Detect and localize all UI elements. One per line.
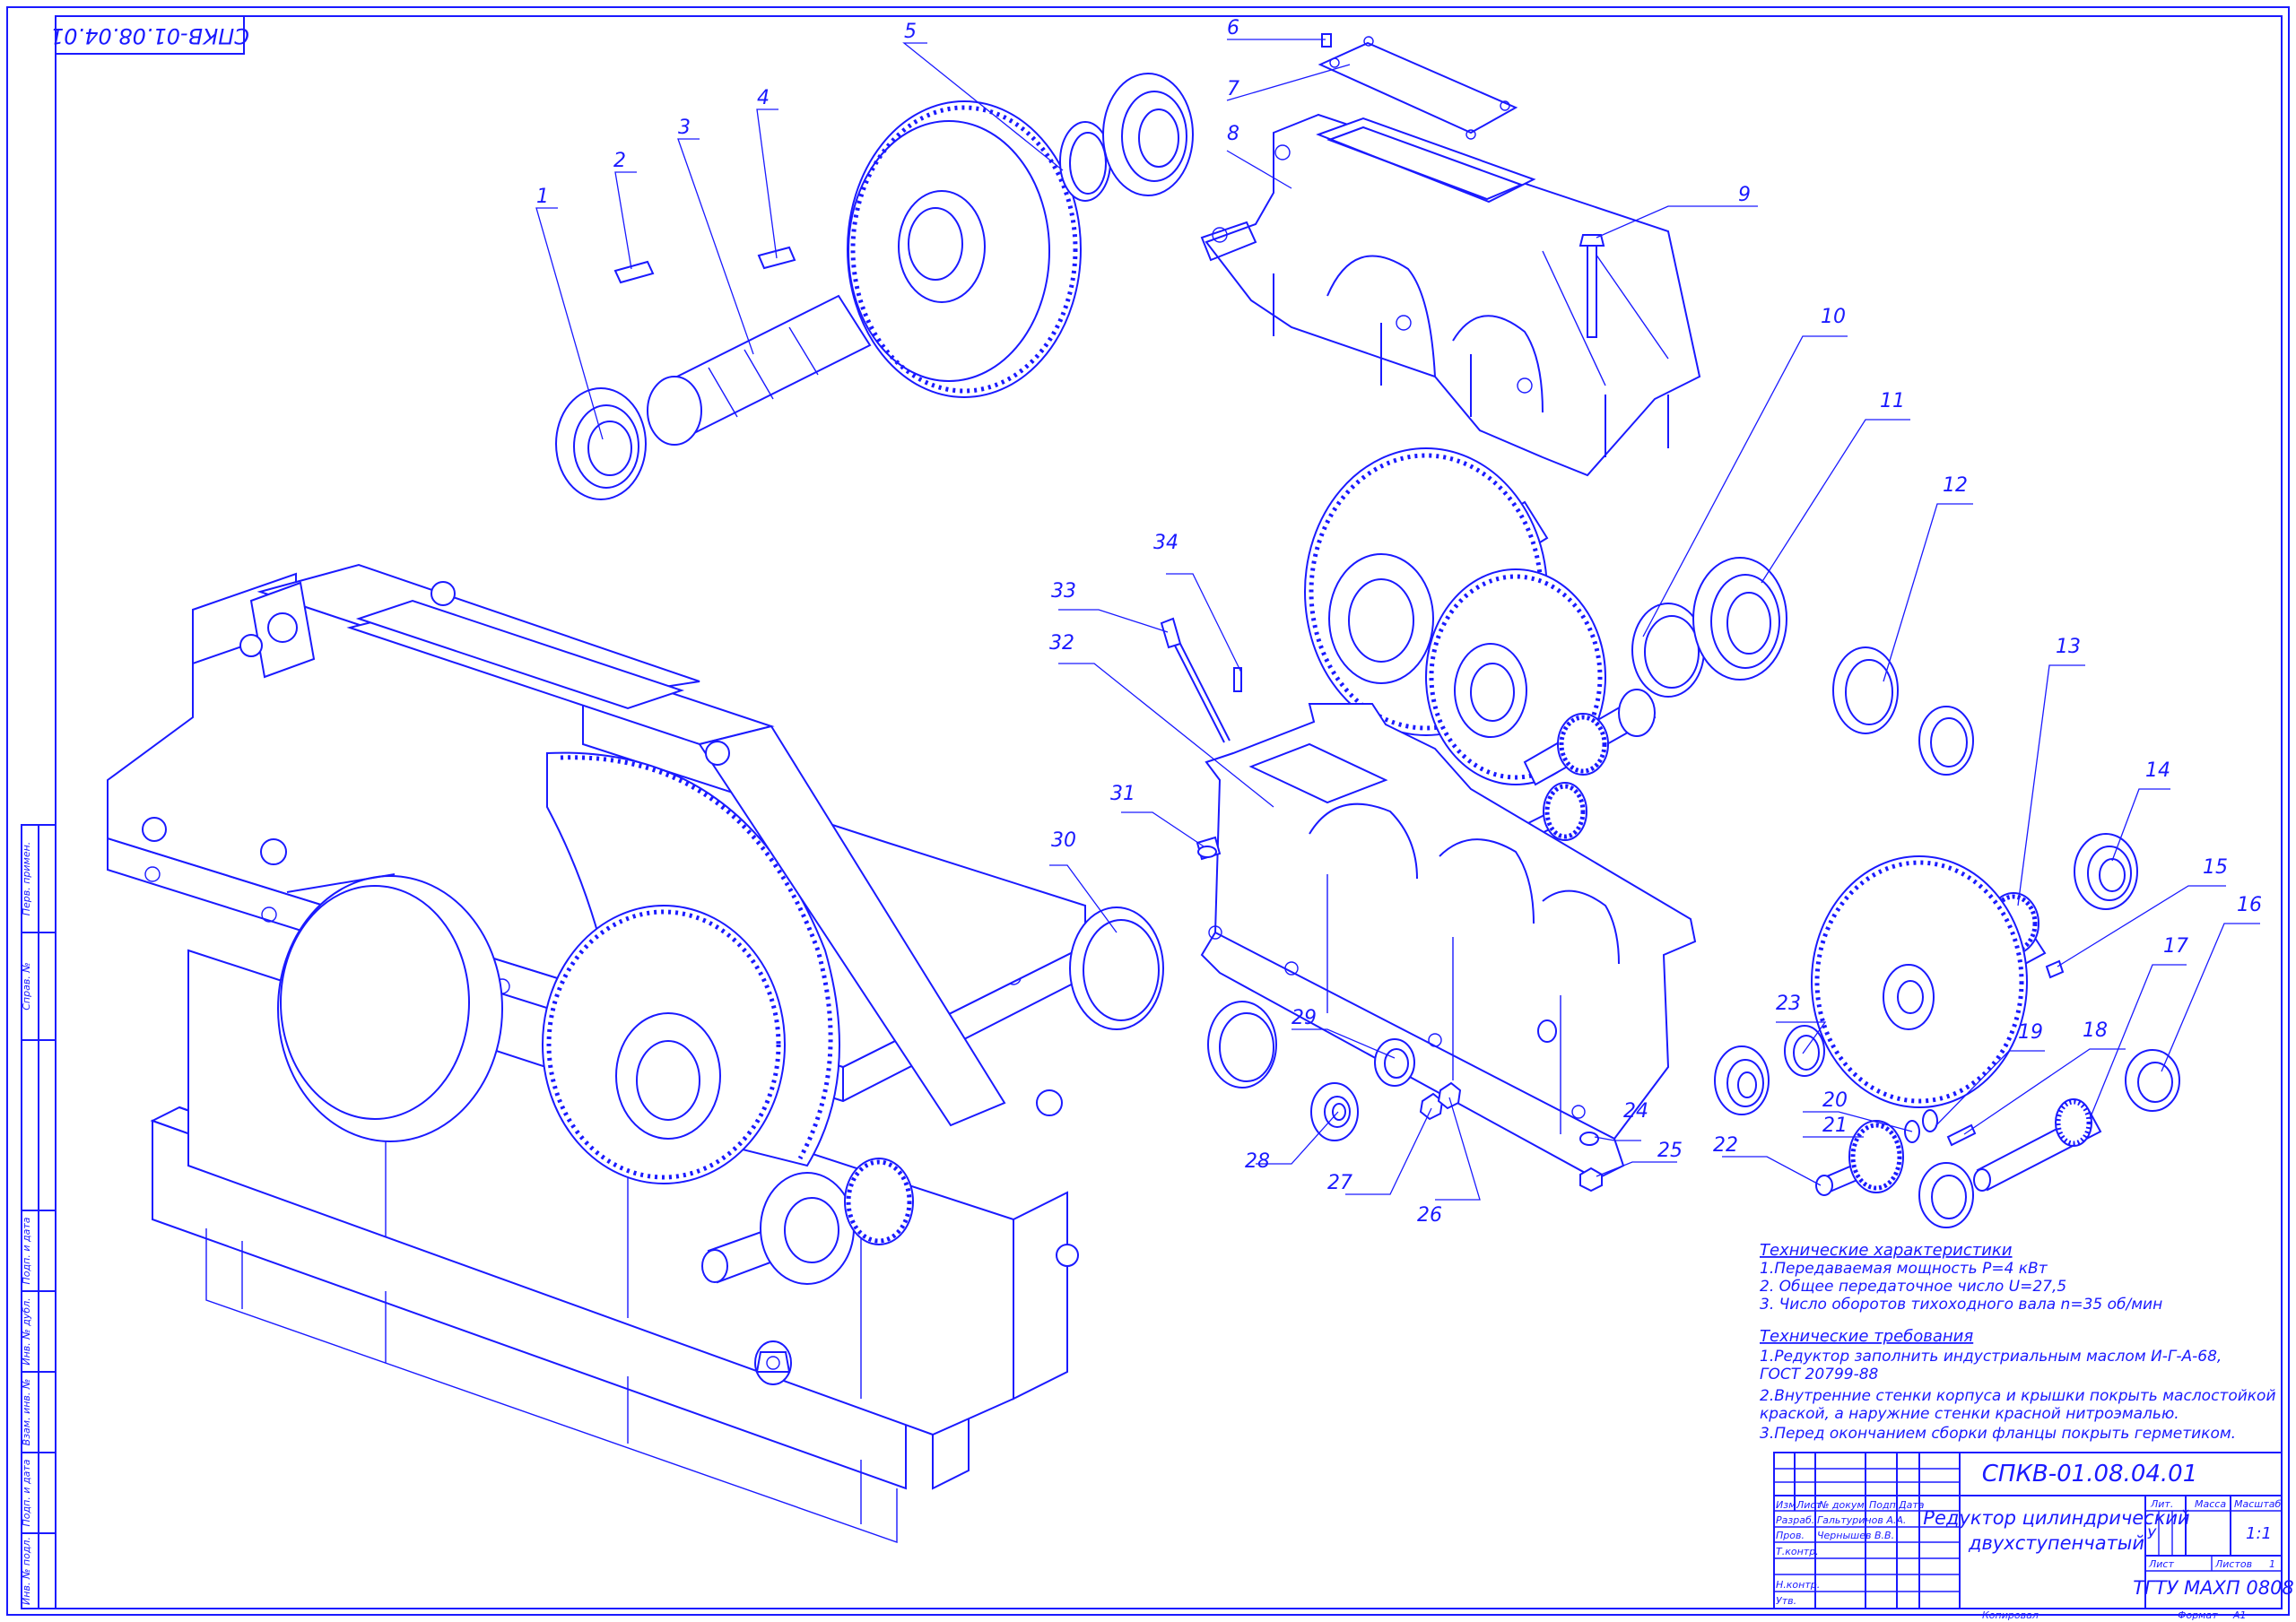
tb-lit-value: У [2147, 1525, 2157, 1542]
callout-33: 33 [1051, 580, 1076, 603]
callout-25: 25 [1657, 1140, 1683, 1162]
callout-15: 15 [2203, 856, 2228, 879]
caps-nuts-group [1069, 906, 1603, 1193]
callout-19: 19 [2018, 1021, 2043, 1044]
tb-mass-label: Масса [2195, 1498, 2226, 1510]
callout-11: 11 [1880, 390, 1905, 412]
callout-9: 9 [1738, 184, 1751, 206]
characteristics-item-1: 1.Передаваемая мощность Р=4 кВт [1760, 1260, 2048, 1278]
tb-lit-label: Лит. [2150, 1498, 2173, 1510]
tb-sheets-value: 1 [2269, 1558, 2275, 1570]
intermediate-shaft-group [1304, 447, 1657, 841]
tb-hdr-change: Изм. [1776, 1499, 1799, 1511]
callout-16: 16 [2237, 894, 2262, 916]
callout-3: 3 [678, 117, 691, 139]
side-label-orig-inv: Инв. № подл. [21, 1537, 32, 1605]
requirements-item-2: ГОСТ 20799-88 [1760, 1366, 1879, 1383]
callout-numbers: 1 2 3 4 5 6 7 8 9 10 11 12 13 14 15 16 1… [536, 17, 2262, 1227]
output-shaft-group [555, 73, 1194, 500]
callout-24: 24 [1623, 1100, 1648, 1123]
requirements-heading: Технические требования [1760, 1327, 1973, 1346]
requirements-item-3: 2.Внутренние стенки корпуса и крышки пок… [1760, 1387, 2276, 1405]
tb-person-checker: Чернышев В.В. [1817, 1530, 1894, 1541]
callout-34: 34 [1153, 532, 1178, 554]
tb-person-developer: Гальтуринов А.А. [1817, 1514, 1906, 1526]
characteristics-item-3: 3. Число оборотов тихоходного вала n=35 … [1760, 1296, 2162, 1314]
outer-frame [6, 6, 2290, 1616]
callout-30: 30 [1051, 829, 1076, 852]
technical-characteristics: Технические характеристики 1.Передаваема… [1760, 1241, 2162, 1314]
callout-21: 21 [1822, 1115, 1848, 1137]
callout-20: 20 [1822, 1089, 1848, 1112]
side-label-first-use: Перв. примен. [21, 842, 32, 916]
tb-sheet-label: Лист [2148, 1558, 2174, 1570]
assembled-gearbox-view [107, 563, 1086, 1543]
callout-17: 17 [2163, 935, 2188, 958]
tb-designation: СПКВ-01.08.04.01 [1982, 1461, 2198, 1488]
callout-8: 8 [1227, 123, 1239, 145]
callout-6: 6 [1227, 17, 1239, 39]
tb-format-value: А1 [2232, 1609, 2247, 1621]
tb-org: ТГТУ МАХП 0808 [2133, 1577, 2294, 1599]
side-label-repl-inv: Взам. инв. № [21, 1379, 32, 1446]
cover-group [1200, 33, 1701, 477]
input-shaft-group [1714, 855, 2102, 1228]
tb-role-tcontrol: Т.контр. [1776, 1546, 1819, 1557]
requirements-item-5: 3.Перед окончанием сборки фланцы покрыть… [1760, 1425, 2236, 1443]
tb-copied: Копировал [1982, 1609, 2039, 1621]
characteristics-heading: Технические характеристики [1760, 1241, 2013, 1260]
tb-hdr-date: Дата [1898, 1499, 1925, 1511]
top-stamp: СПКВ-01.08.04.01 [50, 15, 249, 55]
tb-role-checker: Пров. [1776, 1530, 1805, 1541]
small-parts-group [1160, 617, 1242, 861]
tb-hdr-sign: Подп. [1869, 1499, 1899, 1511]
tb-format-label: Формат [2178, 1609, 2218, 1621]
callout-12: 12 [1943, 474, 1968, 497]
seal-cap-group [1631, 557, 2180, 1112]
callout-23: 23 [1776, 993, 1801, 1015]
callout-26: 26 [1417, 1204, 1442, 1227]
title-block: СПКВ-01.08.04.01 Изм. Лист № докум. Подп… [1773, 1452, 2294, 1609]
callout-1: 1 [536, 186, 549, 208]
callout-32: 32 [1049, 632, 1074, 655]
drawing-frame [55, 15, 2283, 1609]
technical-requirements: Технические требования 1.Редуктор заполн… [1760, 1327, 2276, 1443]
side-label-dup-inv: Инв. № дубл. [21, 1297, 32, 1365]
side-stamp: Перв. примен. Справ. № Подп. и дата Инв.… [21, 824, 57, 1609]
tb-sheets-label: Листов [2214, 1558, 2252, 1570]
assembled-bolts [142, 581, 1079, 1267]
tb-hdr-sheet: Лист [1796, 1499, 1822, 1511]
callout-7: 7 [1227, 78, 1239, 100]
characteristics-item-2: 2. Общее передаточное число U=27,5 [1760, 1278, 2066, 1296]
top-stamp-code: СПКВ-01.08.04.01 [50, 23, 249, 48]
side-label-sign-date-1: Подп. и дата [21, 1217, 32, 1284]
tb-scale-value: 1:1 [2246, 1524, 2272, 1543]
side-label-sign-date-2: Подп. и дата [21, 1459, 32, 1526]
callout-5: 5 [904, 21, 917, 43]
callout-10: 10 [1821, 306, 1846, 328]
callout-27: 27 [1327, 1172, 1352, 1194]
tb-role-ncontrol: Н.контр. [1776, 1579, 1820, 1591]
callout-leaders [535, 39, 2260, 1201]
tb-scale-label: Масштаб [2234, 1498, 2281, 1510]
callout-14: 14 [2145, 759, 2170, 782]
requirements-item-4: краской, а наружние стенки красной нитро… [1760, 1405, 2179, 1423]
side-label-ref-no: Справ. № [21, 962, 32, 1010]
callout-4: 4 [757, 87, 770, 109]
requirements-item-1: 1.Редуктор заполнить индустриальным масл… [1760, 1348, 2222, 1366]
callout-18: 18 [2083, 1019, 2108, 1042]
callout-29: 29 [1292, 1007, 1317, 1029]
tb-hdr-docno: № докум. [1818, 1499, 1867, 1511]
tb-role-approved: Утв. [1776, 1595, 1796, 1607]
callout-28: 28 [1245, 1150, 1270, 1173]
callout-2: 2 [613, 150, 626, 172]
callout-22: 22 [1713, 1134, 1738, 1157]
tb-name-line2: двухступенчатый [1968, 1532, 2144, 1554]
tb-role-developer: Разраб. [1776, 1514, 1814, 1526]
callout-31: 31 [1110, 783, 1135, 805]
callout-13: 13 [2056, 636, 2081, 658]
